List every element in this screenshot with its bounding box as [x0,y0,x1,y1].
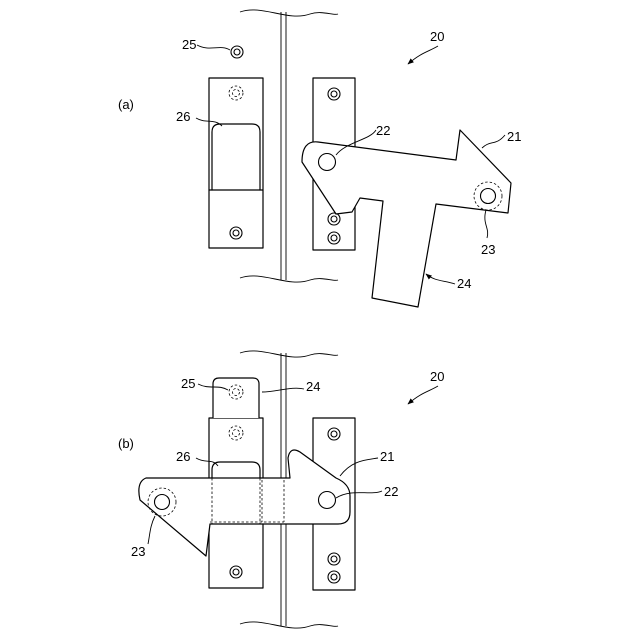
panel-a: (a) [118,10,521,307]
ref-25-a: 25 [182,37,196,52]
ref-22-a: 22 [376,123,390,138]
ref-23-a: 23 [481,242,495,257]
arm-24-b [213,378,259,418]
pivot-22-a [319,154,336,171]
panel-b: (b) [118,351,444,628]
ref-25-b: 25 [181,376,195,391]
ref-24-b: 24 [306,379,320,394]
ref-20-b: 20 [430,369,444,384]
ref-22-b: 22 [384,484,398,499]
ref-23-b: 23 [131,544,145,559]
ref-21-b: 21 [380,449,394,464]
ref-24-a: 24 [457,276,471,291]
panel-a-label: (a) [118,97,134,112]
ref-26-b: 26 [176,449,190,464]
screw-25-a [231,46,243,58]
ref-26-a: 26 [176,109,190,124]
ref-20-a: 20 [430,29,444,44]
ref-21-a: 21 [507,129,521,144]
left-plate-a [209,78,263,248]
pivot-22-b [319,492,336,509]
panel-b-label: (b) [118,436,134,451]
